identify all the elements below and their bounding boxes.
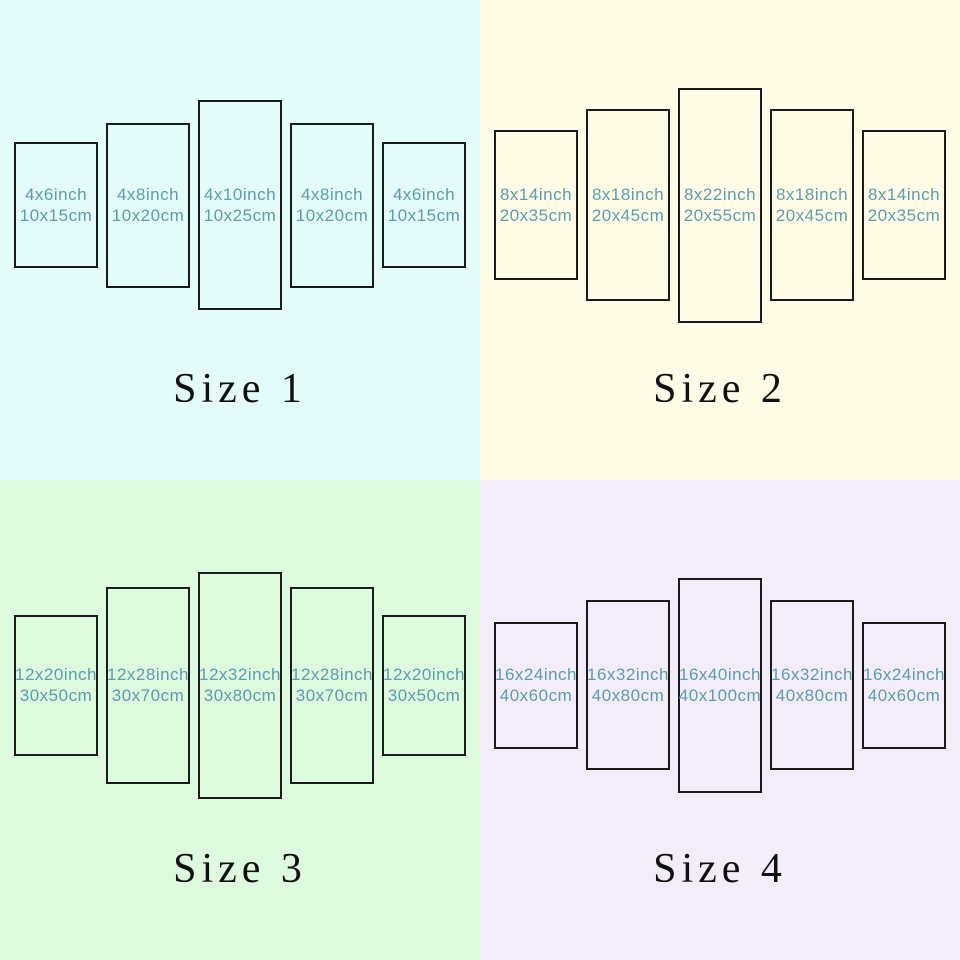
canvas-panel: 12x28inch 30x70cm xyxy=(290,586,374,784)
canvas-panel: 4x10inch 10x25cm xyxy=(198,100,282,310)
panel-row-size-4: 16x24inch 40x60cm 16x32inch 40x80cm 16x4… xyxy=(480,480,960,890)
canvas-panel: 12x32inch 30x80cm xyxy=(198,571,282,799)
canvas-panel: 4x6inch 10x15cm xyxy=(14,142,98,268)
size-option-4: 16x24inch 40x60cm 16x32inch 40x80cm 16x4… xyxy=(480,480,960,960)
panel-inch-size: 8x18inch xyxy=(591,185,665,204)
panel-cm-size: 40x100cm xyxy=(678,686,762,705)
panel-inch-size: 4x6inch xyxy=(392,185,456,204)
panel-cm-size: 30x70cm xyxy=(295,686,369,705)
panel-inch-size: 16x24inch xyxy=(495,665,578,684)
panel-inch-size: 16x24inch xyxy=(863,665,946,684)
panel-cm-size: 10x15cm xyxy=(387,206,461,225)
canvas-panel: 12x20inch 30x50cm xyxy=(14,614,98,756)
panel-row-size-1: 4x6inch 10x15cm 4x8inch 10x20cm 4x10inch… xyxy=(0,0,480,410)
canvas-panel: 16x40inch 40x100cm xyxy=(678,577,762,793)
panel-cm-size: 40x60cm xyxy=(499,686,573,705)
size-label: Size 4 xyxy=(653,846,787,892)
panel-inch-size: 12x28inch xyxy=(291,665,374,684)
panel-row-size-2: 8x14inch 20x35cm 8x18inch 20x45cm 8x22in… xyxy=(480,0,960,410)
panel-inch-size: 4x8inch xyxy=(116,185,180,204)
size-label: Size 1 xyxy=(173,366,307,412)
panel-cm-size: 20x45cm xyxy=(591,206,665,225)
canvas-panel: 8x14inch 20x35cm xyxy=(862,130,946,280)
panel-inch-size: 4x10inch xyxy=(203,185,277,204)
canvas-panel: 8x14inch 20x35cm xyxy=(494,130,578,280)
size-option-1: 4x6inch 10x15cm 4x8inch 10x20cm 4x10inch… xyxy=(0,0,480,480)
canvas-panel: 4x8inch 10x20cm xyxy=(290,122,374,288)
canvas-panel: 4x8inch 10x20cm xyxy=(106,122,190,288)
panel-inch-size: 16x40inch xyxy=(679,665,762,684)
canvas-panel: 12x28inch 30x70cm xyxy=(106,586,190,784)
panel-cm-size: 10x25cm xyxy=(203,206,277,225)
canvas-panel: 16x32inch 40x80cm xyxy=(770,600,854,770)
panel-inch-size: 12x32inch xyxy=(199,665,282,684)
panel-cm-size: 40x80cm xyxy=(591,686,665,705)
size-label: Size 2 xyxy=(653,366,787,412)
panel-inch-size: 12x28inch xyxy=(107,665,190,684)
panel-cm-size: 30x50cm xyxy=(19,686,93,705)
canvas-panel: 8x22inch 20x55cm xyxy=(678,87,762,323)
panel-cm-size: 30x70cm xyxy=(111,686,185,705)
panel-inch-size: 8x22inch xyxy=(683,185,757,204)
panel-inch-size: 12x20inch xyxy=(15,665,98,684)
panel-cm-size: 10x20cm xyxy=(295,206,369,225)
size-label: Size 3 xyxy=(173,846,307,892)
panel-inch-size: 8x14inch xyxy=(499,185,573,204)
panel-row-size-3: 12x20inch 30x50cm 12x28inch 30x70cm 12x3… xyxy=(0,480,480,890)
size-option-3: 12x20inch 30x50cm 12x28inch 30x70cm 12x3… xyxy=(0,480,480,960)
panel-cm-size: 10x20cm xyxy=(111,206,185,225)
canvas-panel: 16x24inch 40x60cm xyxy=(862,621,946,749)
panel-inch-size: 8x18inch xyxy=(775,185,849,204)
panel-inch-size: 16x32inch xyxy=(771,665,854,684)
panel-cm-size: 30x80cm xyxy=(203,686,277,705)
size-option-2: 8x14inch 20x35cm 8x18inch 20x45cm 8x22in… xyxy=(480,0,960,480)
panel-cm-size: 20x35cm xyxy=(867,206,941,225)
canvas-panel: 16x32inch 40x80cm xyxy=(586,600,670,770)
panel-cm-size: 40x80cm xyxy=(775,686,849,705)
panel-inch-size: 4x8inch xyxy=(300,185,364,204)
panel-cm-size: 40x60cm xyxy=(867,686,941,705)
panel-inch-size: 4x6inch xyxy=(24,185,88,204)
panel-inch-size: 12x20inch xyxy=(383,665,466,684)
panel-cm-size: 20x55cm xyxy=(683,206,757,225)
canvas-panel: 12x20inch 30x50cm xyxy=(382,614,466,756)
panel-cm-size: 30x50cm xyxy=(387,686,461,705)
canvas-panel: 8x18inch 20x45cm xyxy=(586,109,670,301)
canvas-panel: 8x18inch 20x45cm xyxy=(770,109,854,301)
canvas-panel: 4x6inch 10x15cm xyxy=(382,142,466,268)
panel-cm-size: 20x45cm xyxy=(775,206,849,225)
panel-inch-size: 8x14inch xyxy=(867,185,941,204)
panel-inch-size: 16x32inch xyxy=(587,665,670,684)
panel-cm-size: 10x15cm xyxy=(19,206,93,225)
canvas-panel: 16x24inch 40x60cm xyxy=(494,621,578,749)
panel-cm-size: 20x35cm xyxy=(499,206,573,225)
